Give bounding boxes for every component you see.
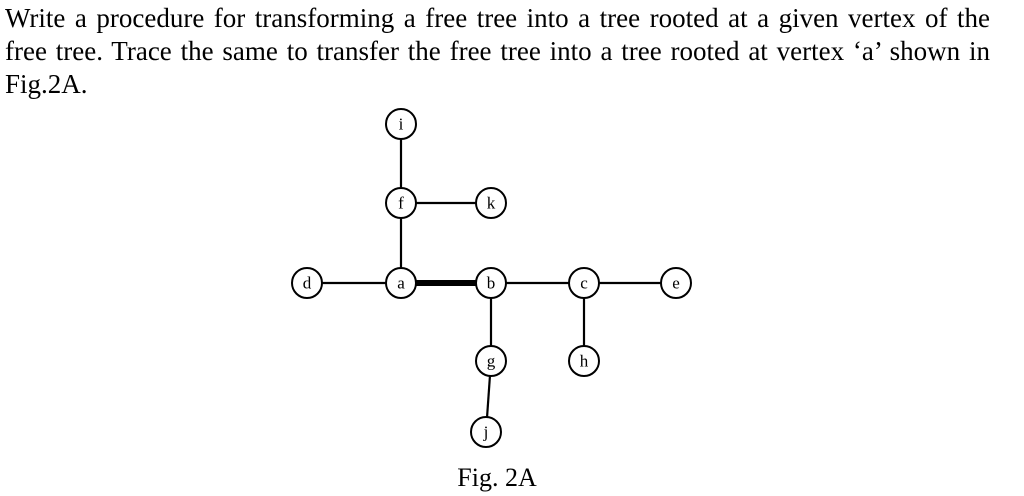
node-label: j bbox=[483, 423, 489, 442]
node-label: b bbox=[487, 274, 496, 293]
node-k: k bbox=[475, 187, 507, 219]
question-text: Write a procedure for transforming a fre… bbox=[5, 3, 990, 99]
node-circle bbox=[568, 345, 600, 377]
node-label: c bbox=[580, 274, 588, 293]
node-circle bbox=[385, 108, 417, 140]
node-label: i bbox=[399, 115, 404, 134]
node-e: e bbox=[660, 267, 692, 299]
node-d: d bbox=[291, 267, 323, 299]
node-f: f bbox=[385, 187, 417, 219]
node-h: h bbox=[568, 345, 600, 377]
node-label: e bbox=[672, 274, 680, 293]
node-label: h bbox=[580, 352, 589, 371]
node-g: g bbox=[475, 345, 507, 377]
node-i: i bbox=[385, 108, 417, 140]
node-circle bbox=[475, 267, 507, 299]
node-label: k bbox=[487, 194, 496, 213]
node-circle bbox=[470, 416, 502, 448]
figure-caption: Fig. 2A bbox=[457, 463, 537, 492]
node-b: b bbox=[475, 267, 507, 299]
node-circle bbox=[385, 187, 417, 219]
node-circle bbox=[385, 267, 417, 299]
node-circle bbox=[568, 267, 600, 299]
node-label: d bbox=[303, 274, 312, 293]
node-label: f bbox=[398, 194, 404, 213]
node-circle bbox=[475, 345, 507, 377]
node-label: a bbox=[397, 274, 405, 293]
node-c: c bbox=[568, 267, 600, 299]
node-j: j bbox=[470, 416, 502, 448]
node-circle bbox=[475, 187, 507, 219]
node-circle bbox=[291, 267, 323, 299]
node-label: g bbox=[487, 352, 496, 371]
node-layer: i f k d a b c e g h j bbox=[291, 108, 692, 448]
node-circle bbox=[660, 267, 692, 299]
node-a: a bbox=[385, 267, 417, 299]
